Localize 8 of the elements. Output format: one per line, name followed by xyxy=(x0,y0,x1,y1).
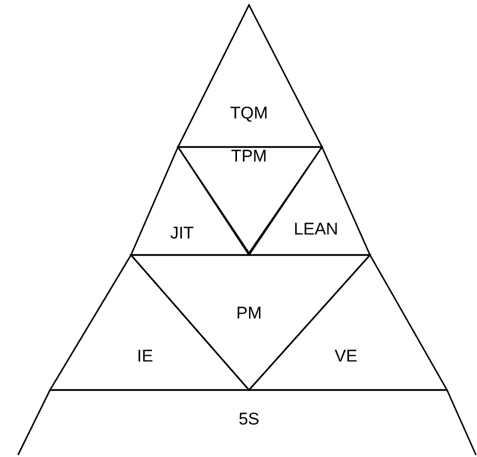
segment-label: LEAN xyxy=(294,220,338,238)
segment-label: TPM xyxy=(231,148,267,164)
segment-label: VE xyxy=(334,348,358,364)
segment-label: IE xyxy=(136,348,154,364)
segment-label: TQM xyxy=(230,104,268,122)
segment-label: JIT xyxy=(170,224,194,242)
segment-label: 5S xyxy=(238,410,260,428)
segment-label: PM xyxy=(236,304,262,322)
